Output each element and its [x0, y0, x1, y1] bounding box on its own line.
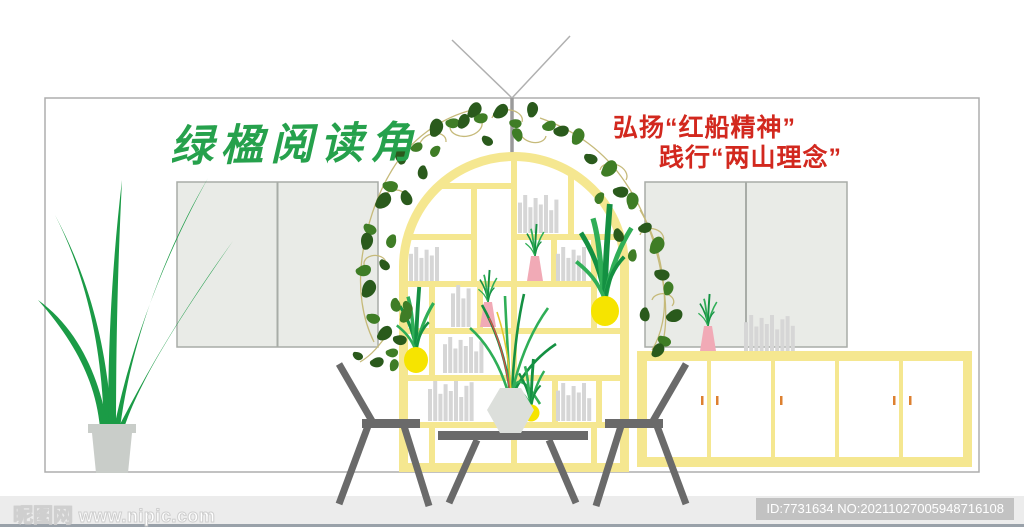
bookshelf-books	[409, 195, 592, 421]
table	[438, 431, 588, 505]
books	[443, 337, 484, 373]
chair-right	[592, 362, 690, 508]
cabinet-handles	[701, 396, 912, 405]
books	[451, 285, 471, 327]
slogan-line-1: 弘扬“红船精神”	[613, 114, 797, 142]
books	[556, 383, 592, 421]
shelf-plants	[394, 204, 632, 373]
watermark-logo: 昵图网 www.nipic.com	[13, 499, 216, 528]
slogan-line-2: 践行“两山理念”	[659, 144, 843, 172]
watermark-image-id: ID:7731634 NO:20211027005948716108	[756, 498, 1014, 520]
cabinet	[637, 351, 972, 467]
window-left	[176, 181, 379, 348]
books	[428, 381, 474, 421]
watermark-site-name: 昵图网	[13, 505, 74, 528]
slogan-text: 弘扬“红船精神” 践行“两山理念”	[613, 113, 842, 173]
table-plant	[469, 293, 557, 433]
vines	[351, 100, 684, 373]
cabinet-top-decor	[698, 294, 795, 351]
books	[409, 247, 439, 281]
books	[744, 315, 795, 351]
books	[556, 247, 586, 281]
books	[518, 195, 559, 233]
chair-left	[335, 362, 433, 508]
floor-plant	[38, 178, 233, 473]
page-title: 绿楹阅读角	[169, 117, 421, 173]
watermark-site-url: www.nipic.com	[78, 506, 216, 527]
watermark-bottom-line	[0, 524, 1024, 527]
